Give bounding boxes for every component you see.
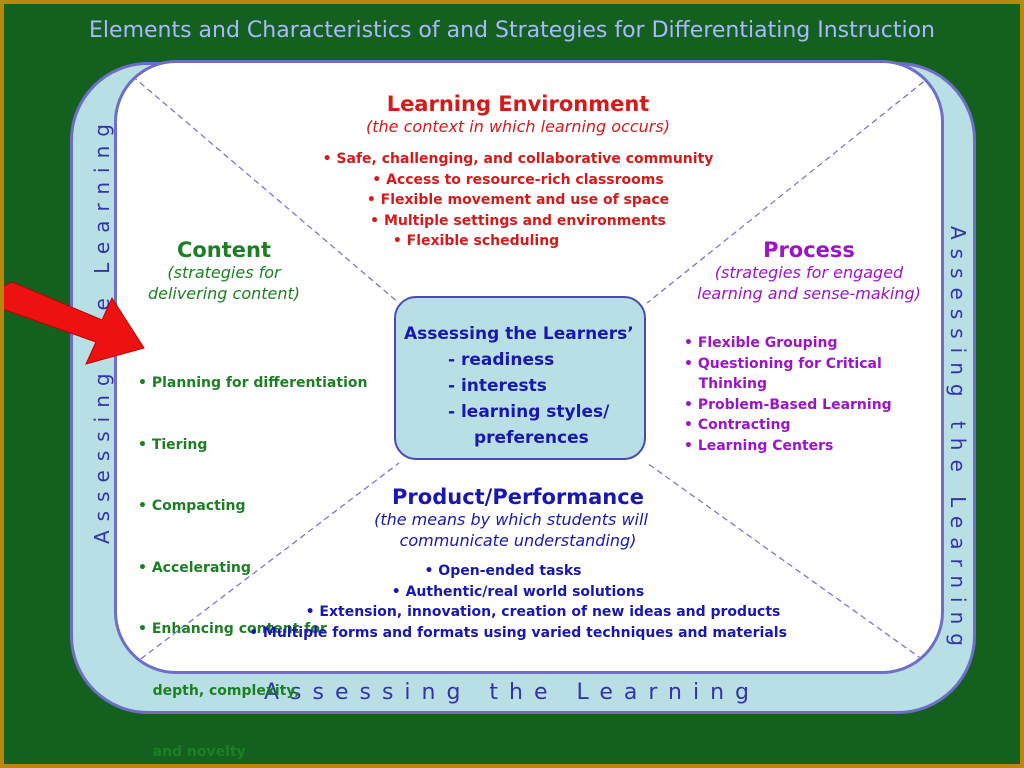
divider-line-bottom-right: [646, 462, 940, 671]
frame-label-bottom: Assessing the Learning: [263, 680, 761, 705]
divider-line-top-left: [117, 63, 400, 304]
list-item: and novelty: [138, 744, 246, 760]
learning-environment-heading: Learning Environment: [386, 92, 650, 116]
center-item: - interests: [448, 376, 547, 396]
product-subtitle-line: communicate understanding): [399, 531, 637, 550]
learning-environment-subtitle: (the context in which learning occurs): [366, 117, 670, 136]
product-subtitle-line: (the means by which students will: [374, 510, 648, 529]
list-item: • Planning for differentiation: [138, 375, 368, 391]
list-item: • Compacting: [138, 498, 246, 514]
list-item: • Authentic/real world solutions: [391, 583, 645, 600]
list-item: • Enhancing content for: [138, 621, 327, 637]
process-section: Process (strategies for engaged learning…: [684, 238, 934, 304]
product-heading: Product/Performance: [392, 485, 644, 509]
learning-environment-list: • Safe, challenging, and collaborative c…: [268, 149, 768, 252]
list-item: • Safe, challenging, and collaborative c…: [322, 151, 714, 167]
list-item: • Accelerating: [138, 559, 251, 576]
process-subtitle-line: (strategies for engaged: [714, 263, 904, 282]
content-subtitle-line: delivering content): [147, 284, 301, 303]
assessing-learners-title: Assessing the Learners’: [404, 324, 634, 344]
content-subtitle-line: (strategies for: [167, 263, 281, 282]
list-item: • Tiering: [138, 436, 208, 453]
content-list: • Planning for differentiation • Tiering…: [138, 332, 367, 764]
assessing-learners-box: Assessing the Learners’ - readiness - in…: [394, 296, 646, 460]
diagonal-divider-lines: [117, 63, 941, 671]
slide-title: Elements and Characteristics of and Stra…: [89, 18, 935, 43]
divider-line-bottom-left: [123, 462, 400, 671]
product-section: Product/Performance (the means by which …: [268, 485, 768, 551]
list-item: • Flexible movement and use of space: [366, 192, 670, 208]
center-item: preferences: [474, 428, 589, 448]
list-item: • Flexible scheduling: [392, 233, 560, 249]
list-item: • Open-ended tasks: [424, 563, 582, 579]
divider-line-top-right: [646, 67, 941, 304]
learning-environment-section: Learning Environment (the context in whi…: [268, 92, 768, 137]
list-item: depth, complexity,: [138, 682, 300, 699]
content-section: Content (strategies for delivering conte…: [114, 238, 334, 304]
list-item: • Problem-Based Learning: [684, 396, 892, 413]
content-heading: Content: [176, 238, 272, 262]
list-item: • Contracting: [684, 417, 791, 433]
process-heading: Process: [763, 238, 855, 262]
red-arrow-icon: [4, 281, 145, 365]
list-item: • Learning Centers: [684, 437, 834, 454]
center-item: - learning styles/: [448, 402, 610, 422]
list-item: Thinking: [684, 376, 768, 392]
product-list: • Open-ended tasks • Authentic/real worl…: [168, 561, 868, 643]
list-item: • Questioning for Critical: [684, 355, 882, 372]
process-list: • Flexible Grouping • Questioning for Cr…: [684, 333, 892, 456]
list-item: • Extension, innovation, creation of new…: [305, 604, 781, 620]
list-item: • Multiple forms and formats using varie…: [249, 624, 787, 641]
list-item: • Flexible Grouping: [684, 335, 838, 351]
process-subtitle-line: learning and sense-making): [697, 284, 921, 303]
center-item: - readiness: [448, 350, 555, 370]
slide: Elements and Characteristics of and Stra…: [4, 4, 1020, 764]
frame-label-right: Assessing the Learning: [946, 226, 970, 655]
list-item: • Multiple settings and environments: [370, 212, 666, 229]
list-item: • Access to resource-rich classrooms: [372, 171, 664, 188]
